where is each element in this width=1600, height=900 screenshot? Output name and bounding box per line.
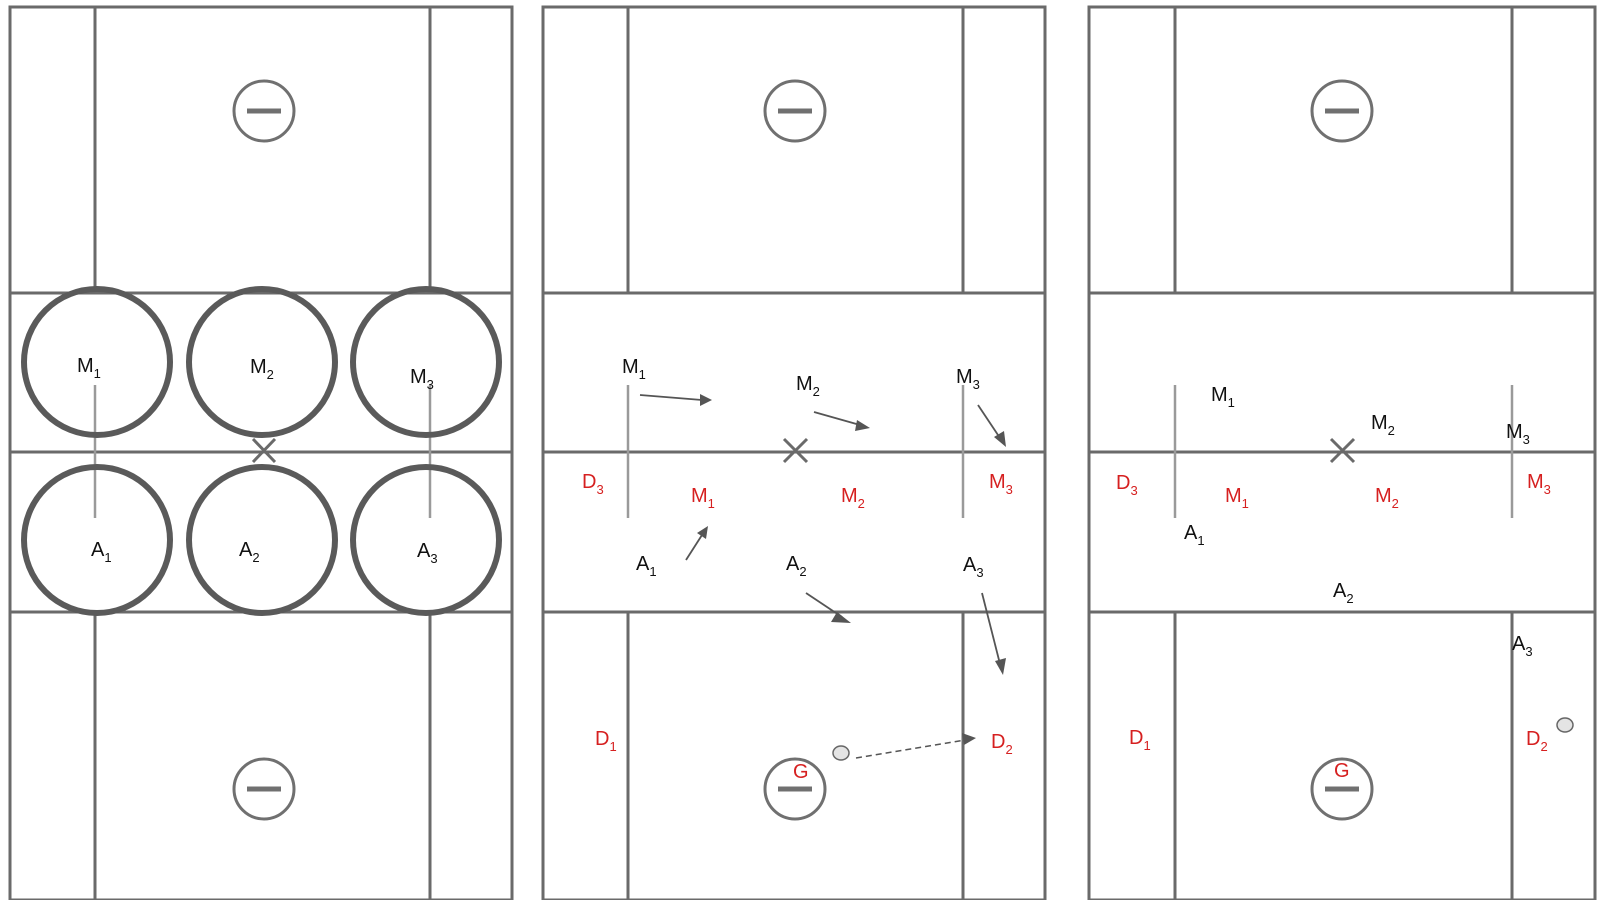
player-label-offense-m3: M3 [956,366,980,392]
zone-circle-m3 [350,286,502,438]
arrow-m2 [813,411,861,426]
arrowhead [855,420,870,431]
faceoff-x [251,437,277,464]
faceoff-x [782,437,809,464]
ball [832,745,850,761]
goal-crease-bottom [1310,757,1374,821]
goal-crease-bottom [763,757,827,821]
arrow-m1 [639,394,703,401]
movement-arrows [639,394,1006,759]
player-label-offense-a1: A1 [91,539,112,565]
player-label-offense-m2: M2 [796,373,820,399]
arrow-a3 [981,592,1001,665]
player-label-defense-m1: M1 [691,485,715,511]
zone-circle-m2 [186,286,338,438]
arrowhead [697,526,708,539]
player-label-defense-m1: M1 [1225,485,1249,511]
player-label-defense-d2: D2 [991,731,1013,757]
arrowhead [831,612,851,623]
player-label-defense-d2: D2 [1526,728,1548,754]
player-label-defense-d1: D1 [595,728,617,754]
player-label-offense-m3: M3 [1506,421,1530,447]
player-label-defense-g: G [1334,760,1350,782]
player-label-offense-a2: A2 [239,539,260,565]
arrow-a1 [685,534,703,561]
arrow-a2 [805,592,843,618]
player-label-offense-m3: M3 [410,366,434,392]
player-label-offense-a3: A3 [963,554,984,580]
player-label-offense-a1: A1 [1184,522,1205,548]
player-label-defense-g: G [793,761,809,783]
goal-crease-bottom [232,757,296,821]
player-label-offense-m1: M1 [1211,384,1235,410]
faceoff-x [1329,437,1356,464]
zone-circle-m1 [21,286,173,438]
player-label-offense-m2: M2 [1371,412,1395,438]
player-label-defense-d1: D1 [1129,727,1151,753]
player-label-defense-d3: D3 [582,471,604,497]
zone-circles [21,286,502,616]
zone-circle-a1 [21,464,173,616]
arrowhead [994,431,1006,447]
player-label-offense-m1: M1 [77,355,101,381]
player-label-defense-m3: M3 [989,471,1013,497]
zone-circle-a3 [350,464,502,616]
player-label-offense-a3: A3 [417,540,438,566]
player-label-offense-m2: M2 [250,356,274,382]
player-label-offense-a1: A1 [636,553,657,579]
player-label-offense-a3: A3 [1512,633,1533,659]
player-label-defense-d3: D3 [1116,472,1138,498]
player-label-defense-m2: M2 [1375,485,1399,511]
player-label-offense-a2: A2 [786,553,807,579]
pass-arrow-dashed [855,739,966,759]
arrow-m3 [977,404,1001,439]
arrowhead [995,658,1006,675]
ball [1556,717,1574,733]
goal-crease-top [763,79,827,143]
player-label-offense-m1: M1 [622,356,646,382]
player-label-offense-a2: A2 [1333,580,1354,606]
zone-circle-a2 [186,464,338,616]
arrowhead [700,394,712,406]
player-label-defense-m2: M2 [841,485,865,511]
goal-crease-top [1310,79,1374,143]
arrowhead [962,733,976,745]
player-label-defense-m3: M3 [1527,471,1551,497]
goal-crease-top [232,79,296,143]
